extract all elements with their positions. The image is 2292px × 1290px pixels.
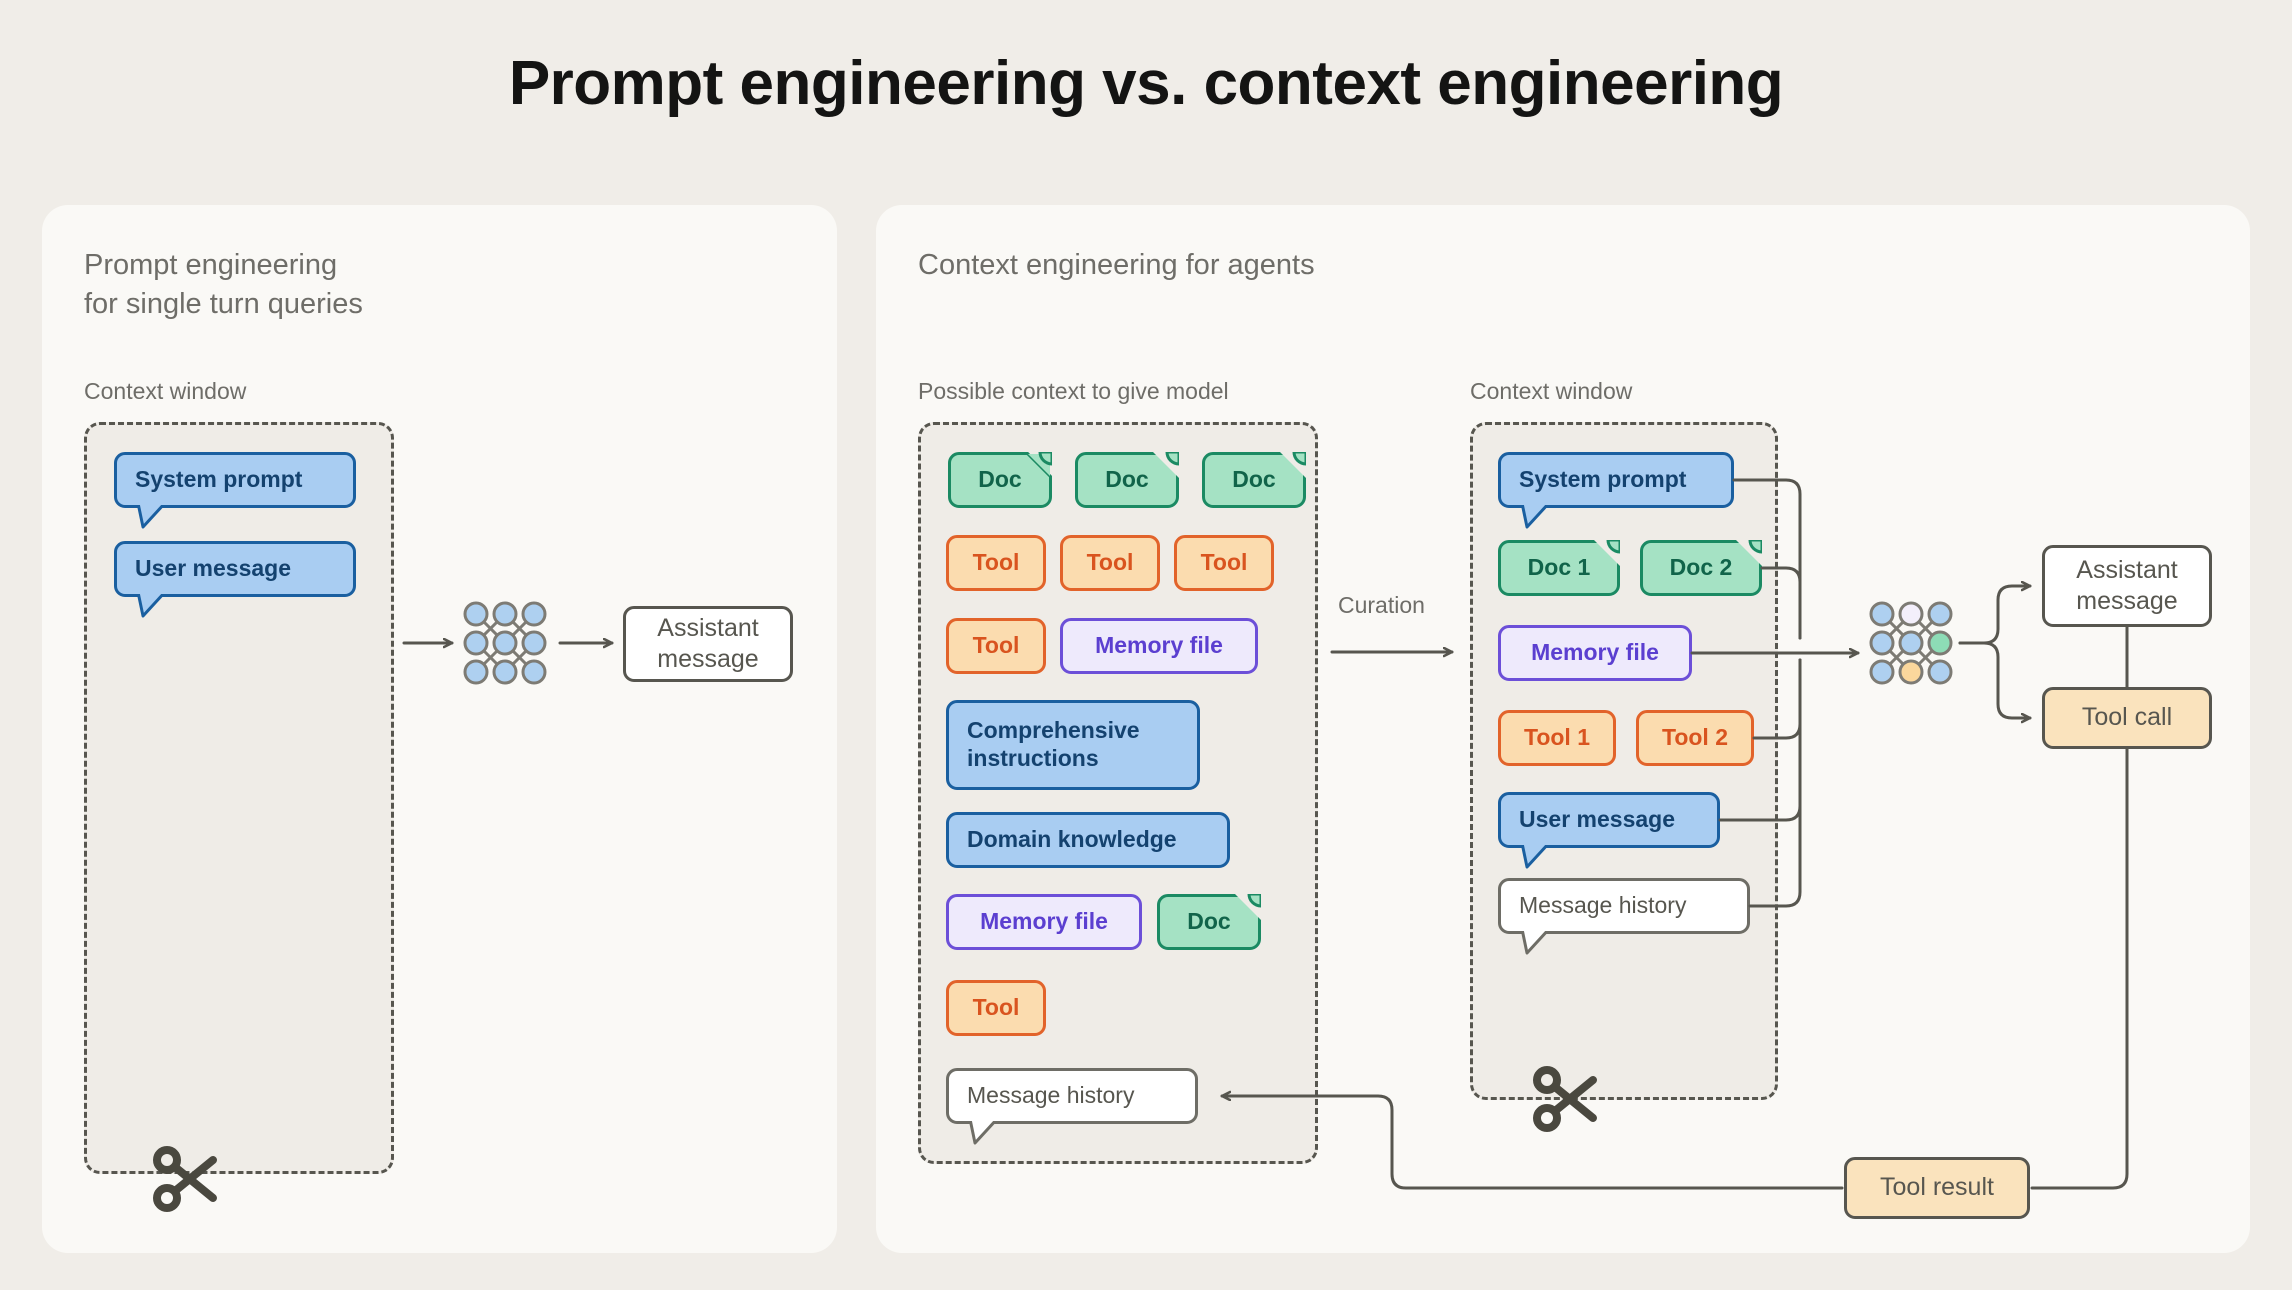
left-context-window [84,422,394,1174]
curation-label: Curation [1338,592,1425,618]
bubble-tail [969,1119,999,1145]
chip-label: User message [1519,806,1675,833]
chip-curated-memory-file[interactable]: Memory file [1498,625,1692,681]
chip-label: Doc 2 [1669,554,1733,581]
folded-corner-icon [1594,540,1620,566]
left-context-window-label: Context window [84,378,247,404]
left-panel-title: Prompt engineering for single turn queri… [84,249,363,320]
chip-curated-user-message[interactable]: User message [1498,792,1720,869]
chip-curated-message-history[interactable]: Message history [1498,878,1750,955]
folded-corner-icon [1026,452,1052,478]
chip-tool-1[interactable]: Tool [946,535,1046,591]
chip-comprehensive-instructions[interactable]: Comprehensive instructions [946,700,1200,790]
chip-tool-4[interactable]: Tool [946,618,1046,674]
chip-curated-system-prompt[interactable]: System prompt [1498,452,1734,529]
folded-corner-icon [1280,452,1306,478]
chip-label: System prompt [1519,466,1687,493]
possible-context-label: Possible context to give model [918,378,1229,404]
folded-corner-icon [1153,452,1179,478]
chip-memory-file-2[interactable]: Memory file [946,894,1142,950]
chip-tool-5[interactable]: Tool [946,980,1046,1036]
chip-domain-knowledge[interactable]: Domain knowledge [946,812,1230,868]
chip-label: System prompt [135,466,303,493]
chip-curated-doc-2[interactable]: Doc 2 [1640,540,1762,596]
chip-doc-1[interactable]: Doc [948,452,1052,508]
bubble-tail [137,503,167,529]
chip-label: Doc [1105,466,1149,493]
chip-curated-tool-2[interactable]: Tool 2 [1636,710,1754,766]
chip-doc-4[interactable]: Doc [1157,894,1261,950]
chip-label: Message history [1519,892,1687,919]
box-tool-call[interactable]: Tool call [2042,687,2212,749]
chip-label: Doc 1 [1527,554,1591,581]
box-tool-result[interactable]: Tool result [1844,1157,2030,1219]
chip-memory-file-1[interactable]: Memory file [1060,618,1258,674]
bubble-tail [1521,843,1551,869]
chip-tool-3[interactable]: Tool [1174,535,1274,591]
possible-context-box [918,422,1318,1164]
chip-user-message[interactable]: User message [114,541,356,618]
neural-network-icon [463,601,547,685]
chip-curated-doc-1[interactable]: Doc 1 [1498,540,1620,596]
neural-network-icon [1869,601,1953,685]
box-assistant-message-left[interactable]: Assistant message [623,606,793,682]
chip-label: Doc [1187,908,1231,935]
bubble-tail [1521,929,1551,955]
box-assistant-message-right[interactable]: Assistant message [2042,545,2212,627]
chip-doc-3[interactable]: Doc [1202,452,1306,508]
chip-label: User message [135,555,291,582]
folded-corner-icon [1736,540,1762,566]
chip-tool-2[interactable]: Tool [1060,535,1160,591]
chip-label: Doc [978,466,1022,493]
right-context-window-label: Context window [1470,378,1633,404]
bubble-tail [137,592,167,618]
chip-system-prompt[interactable]: System prompt [114,452,356,529]
bubble-tail [1521,503,1551,529]
chip-message-history-possible[interactable]: Message history [946,1068,1198,1145]
right-panel-title: Context engineering for agents [918,249,1315,281]
folded-corner-icon [1235,894,1261,920]
chip-label: Doc [1232,466,1276,493]
page-title: Prompt engineering vs. context engineeri… [508,49,1784,118]
chip-doc-2[interactable]: Doc [1075,452,1179,508]
chip-label: Message history [967,1082,1135,1109]
chip-curated-tool-1[interactable]: Tool 1 [1498,710,1616,766]
